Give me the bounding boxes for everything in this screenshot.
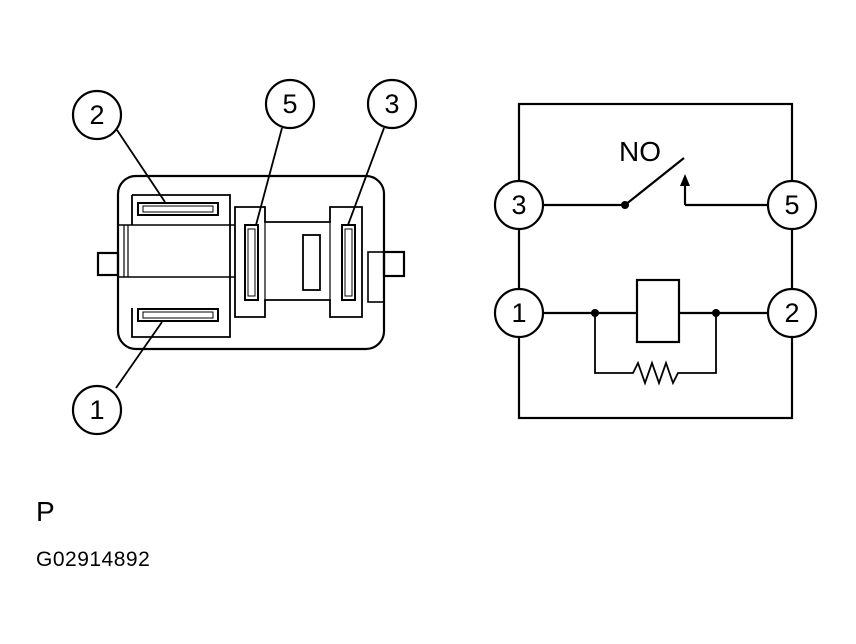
callout-label-3: 3 bbox=[384, 89, 399, 119]
terminal-5 bbox=[766, 179, 818, 231]
callout-label-5: 5 bbox=[282, 89, 297, 119]
terminal-label-3: 3 bbox=[511, 190, 526, 220]
relay-coil bbox=[635, 278, 681, 344]
callout-pin-2 bbox=[71, 89, 123, 141]
callout-pin-3 bbox=[366, 78, 418, 130]
housing-left-tab bbox=[96, 251, 120, 277]
relay-schematic bbox=[493, 102, 818, 420]
terminal-blade-5 bbox=[244, 224, 259, 301]
schematic-frame bbox=[517, 102, 794, 420]
terminal-label-1: 1 bbox=[511, 298, 526, 328]
connector-view bbox=[71, 78, 418, 436]
terminal-2 bbox=[766, 287, 818, 339]
callout-label-1: 1 bbox=[89, 395, 104, 425]
suppression-resistor bbox=[594, 313, 717, 386]
terminal-blade-1 bbox=[137, 308, 219, 322]
callout-pin-5 bbox=[264, 78, 316, 130]
connector-housing bbox=[116, 174, 386, 351]
terminal-label-5: 5 bbox=[784, 190, 799, 220]
callout-pin-1 bbox=[71, 384, 123, 436]
switch-label: NO bbox=[619, 136, 661, 167]
terminal-blade-2 bbox=[137, 202, 219, 216]
terminal-3 bbox=[493, 179, 545, 231]
terminal-1 bbox=[493, 287, 545, 339]
schematic-labels: NO 3 5 1 2 bbox=[511, 136, 799, 328]
connector-callout-labels: 2 5 3 1 bbox=[89, 89, 399, 425]
center-key bbox=[302, 234, 321, 291]
view-letter: P bbox=[36, 496, 55, 527]
callout-label-2: 2 bbox=[89, 100, 104, 130]
housing-right-tab bbox=[382, 250, 406, 278]
terminal-label-2: 2 bbox=[784, 298, 799, 328]
switch-blade bbox=[624, 157, 685, 206]
figure-code: G02914892 bbox=[36, 548, 151, 571]
